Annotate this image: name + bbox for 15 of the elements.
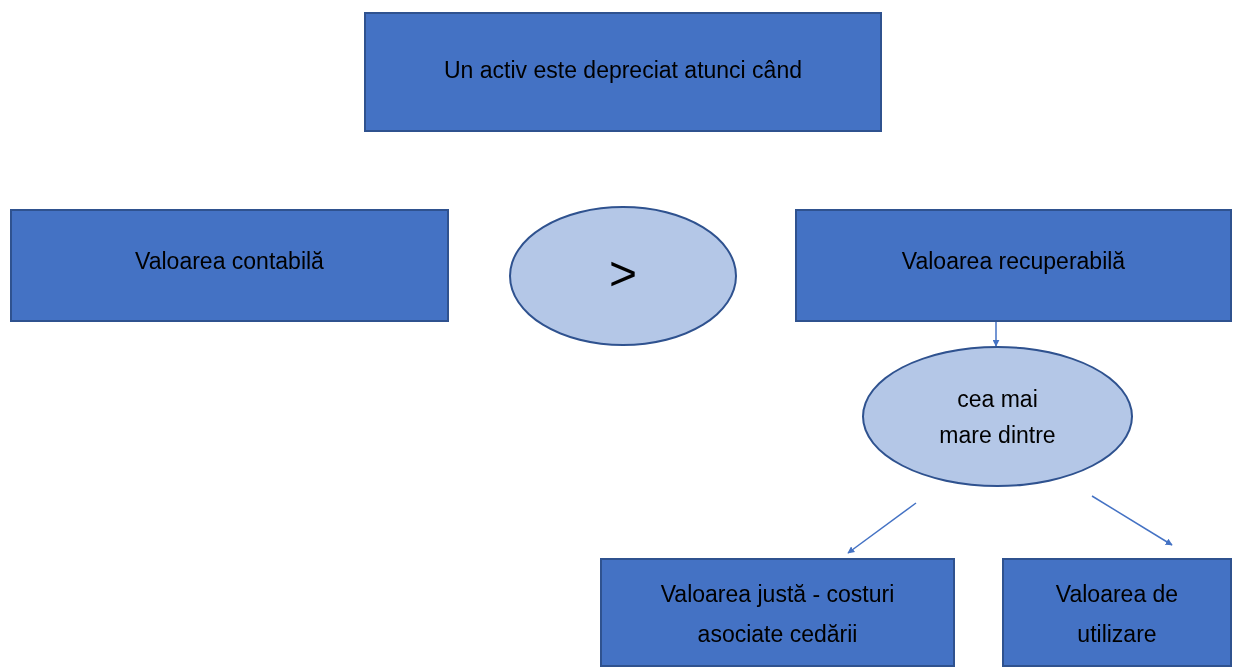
box-label: Valoarea contabilă xyxy=(134,247,325,276)
process-box xyxy=(795,209,1232,322)
box-label: Valoarea de utilizare xyxy=(1054,580,1180,649)
process-box xyxy=(1002,558,1232,667)
process-box xyxy=(364,12,882,132)
arrow xyxy=(847,502,917,554)
arrow xyxy=(992,321,1000,347)
process-box xyxy=(10,209,449,322)
arrow xyxy=(1091,495,1173,546)
process-box xyxy=(600,558,955,667)
ellipse-label: cea mai mare dintre xyxy=(938,384,1057,450)
box-label: Valoarea recuperabilă xyxy=(900,247,1127,276)
box-label: Un activ este depreciat atunci când xyxy=(443,56,803,85)
box-label: Valoarea justă - costuri asociate cedării xyxy=(659,580,896,649)
ellipse-label: > xyxy=(609,245,637,301)
